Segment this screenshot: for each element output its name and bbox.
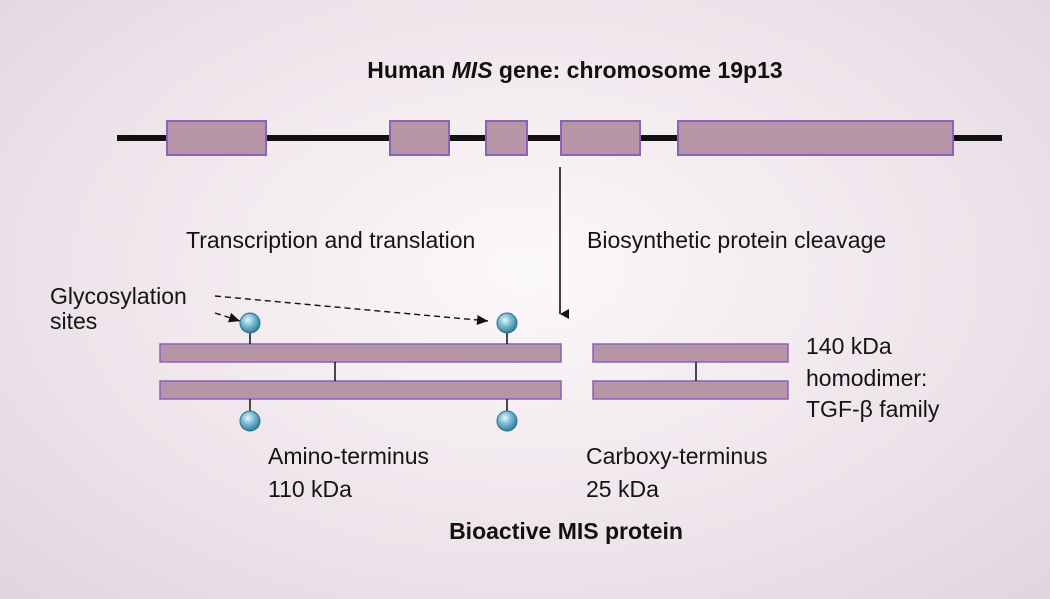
- carboxy-bar-top: [592, 343, 789, 363]
- amino-bar-top: [159, 343, 562, 363]
- exon-4: [560, 120, 641, 156]
- homodimer-label-line2: homodimer:: [806, 365, 928, 391]
- homodimer-label-line3: TGF-β family: [806, 396, 940, 422]
- amino-bar-bottom: [159, 380, 562, 400]
- amino-terminus-weight: 110 kDa: [268, 476, 352, 502]
- glycosylation-label-line1: Glycosylation: [50, 283, 187, 309]
- diagram-title: Human MIS gene: chromosome 19p13: [0, 57, 1050, 84]
- exon-1: [166, 120, 267, 156]
- glycosylation-bead-icon: [239, 312, 261, 334]
- carboxy-terminus-weight: 25 kDa: [586, 476, 659, 502]
- cleavage-label: Biosynthetic protein cleavage: [587, 227, 887, 253]
- carboxy-bar-bottom: [592, 380, 789, 400]
- amino-terminus-label: Amino-terminus: [268, 443, 430, 469]
- exon-5: [677, 120, 954, 156]
- bioactive-protein-title: Bioactive MIS protein: [449, 518, 683, 544]
- title-prefix: Human: [367, 57, 452, 83]
- glyco-arrow-1: [214, 312, 241, 323]
- glyco-arrow-2: [214, 295, 489, 325]
- transcription-label: Transcription and translation: [186, 227, 476, 253]
- title-gene: MIS: [451, 57, 493, 83]
- exon-2: [389, 120, 450, 156]
- title-suffix: gene: chromosome 19p13: [492, 57, 783, 83]
- exon-3: [485, 120, 528, 156]
- carboxy-terminus-label: Carboxy-terminus: [586, 443, 768, 469]
- glycosylation-bead-icon: [496, 410, 518, 432]
- homodimer-label-line1: 140 kDa: [806, 333, 892, 359]
- glycosylation-bead-icon: [239, 410, 261, 432]
- glycosylation-bead-icon: [496, 312, 518, 334]
- glycosylation-label-line2: sites: [50, 308, 98, 334]
